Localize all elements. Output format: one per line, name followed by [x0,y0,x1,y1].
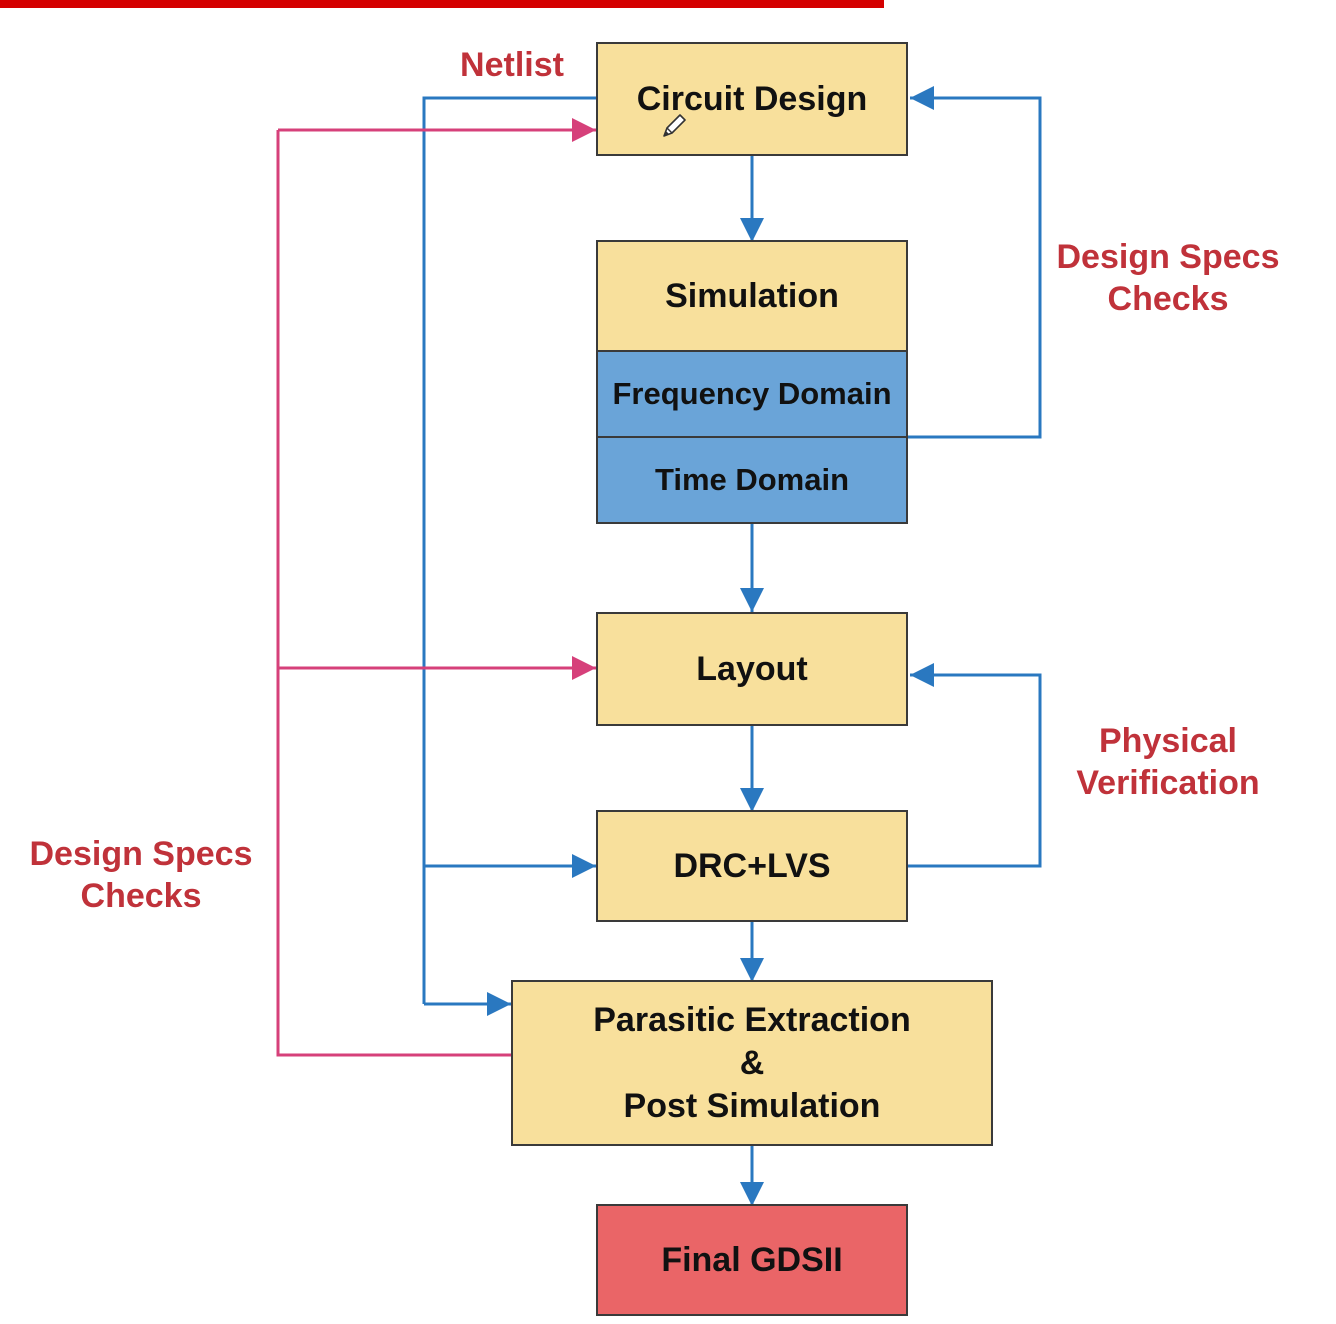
simulation-label: Simulation [665,276,839,315]
design-specs-left-line-1: Design Specs [29,835,253,873]
layout-label: Layout [696,649,808,688]
pencil-icon [663,114,686,137]
frequency-domain-box: Frequency Domain [596,350,908,438]
simulation-box: Simulation [596,240,908,352]
feedback-drc-to-layout [908,663,1042,868]
parasitic-line-3: Post Simulation [623,1086,881,1125]
design-specs-left-line-2: Checks [80,877,202,915]
design-specs-loop [276,130,512,1057]
design-specs-right-line-2: Checks [1107,280,1229,318]
time-domain-box: Time Domain [596,436,908,524]
physical-verification-label: Physical Verification [1050,720,1286,804]
physical-verification-line-1: Physical [1099,722,1237,760]
netlist-bus [422,96,598,1004]
design-specs-right-line-1: Design Specs [1056,238,1280,276]
drc-lvs-label: DRC+LVS [673,846,831,885]
frequency-domain-label: Frequency Domain [612,376,892,411]
design-specs-left-label: Design Specs Checks [10,833,272,917]
design-specs-right-label: Design Specs Checks [1040,236,1296,320]
time-domain-label: Time Domain [654,462,850,497]
drc-lvs-box: DRC+LVS [596,810,908,922]
final-gdsii-label: Final GDSII [661,1240,843,1279]
parasitic-extraction-box: Parasitic Extraction & Post Simulation [511,980,993,1146]
top-accent-bar [0,0,884,8]
layout-box: Layout [596,612,908,726]
circuit-design-label: Circuit Design [636,79,868,118]
feedback-frequency-to-circuit [908,86,1042,439]
parasitic-line-1: Parasitic Extraction [593,1000,911,1039]
parasitic-line-2: & [739,1043,765,1082]
netlist-label: Netlist [460,46,564,84]
physical-verification-line-2: Verification [1076,764,1260,802]
final-gdsii-box: Final GDSII [596,1204,908,1316]
circuit-design-box: Circuit Design [596,42,908,156]
